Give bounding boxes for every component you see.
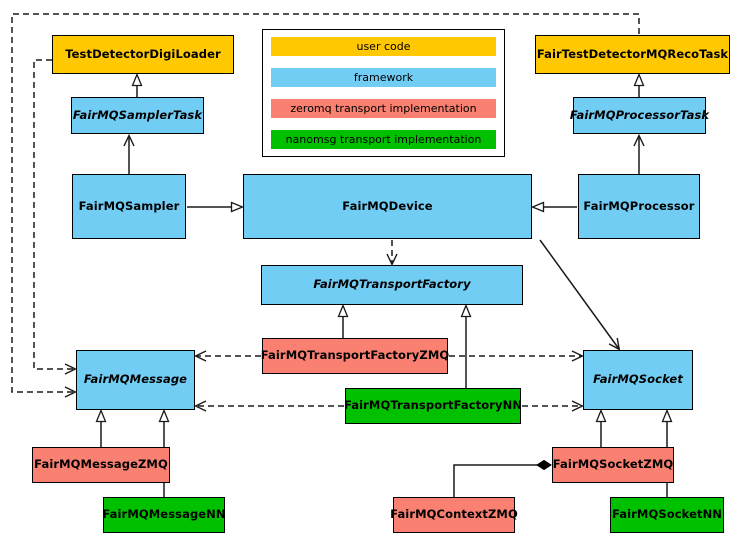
class-label: FairMQMessageNN	[102, 507, 226, 522]
legend-item-framework: framework	[271, 68, 496, 87]
edge-contextzmq-socketzmq	[453, 459, 552, 497]
class-node-fair-mq-context-zmq[interactable]: FairMQContextZMQ	[390, 497, 518, 533]
class-label: FairMQTransportFactoryZMQ	[260, 348, 450, 363]
class-node-fair-mq-sampler[interactable]: FairMQSampler	[72, 174, 186, 239]
class-node-fair-mq-socket[interactable]: FairMQSocket	[583, 350, 693, 410]
class-node-fair-mq-socket-nn[interactable]: FairMQSocketNN	[610, 497, 724, 533]
edge-device-socket	[539, 239, 619, 349]
class-node-fair-mq-device[interactable]: FairMQDevice	[243, 174, 532, 239]
class-node-fair-mq-processor-task[interactable]: FairMQProcessorTask	[569, 97, 710, 134]
class-node-fair-mq-transport-factory[interactable]: FairMQTransportFactory	[261, 265, 523, 305]
class-label: FairTestDetectorMQRecoTask	[536, 46, 729, 61]
class-node-test-detector-digi-loader[interactable]: TestDetectorDigiLoader	[52, 35, 234, 74]
class-node-fair-mq-message-zmq[interactable]: FairMQMessageZMQ	[32, 447, 170, 483]
class-node-fair-mq-message-nn[interactable]: FairMQMessageNN	[102, 497, 226, 533]
class-node-fair-mq-message[interactable]: FairMQMessage	[76, 350, 195, 410]
class-label: FairMQSampler	[78, 198, 180, 213]
class-label: TestDetectorDigiLoader	[65, 46, 221, 61]
legend-label-user-code: user code	[356, 40, 411, 53]
class-label: FairMQSocketZMQ	[552, 457, 674, 472]
class-label: FairMQDevice	[342, 198, 433, 213]
class-node-fair-mq-socket-zmq[interactable]: FairMQSocketZMQ	[552, 447, 674, 483]
class-label: FairMQProcessor	[583, 198, 695, 213]
class-node-fair-mq-sampler-task[interactable]: FairMQSamplerTask	[71, 97, 204, 134]
class-node-fair-mq-processor[interactable]: FairMQProcessor	[578, 174, 700, 239]
class-label: FairMQSamplerTask	[72, 107, 203, 122]
legend-label-zeromq: zeromq transport implementation	[290, 102, 477, 115]
class-label: FairMQContextZMQ	[390, 507, 518, 522]
class-node-fair-mq-transport-factory-zmq[interactable]: FairMQTransportFactoryZMQ	[260, 338, 450, 374]
legend-label-framework: framework	[353, 71, 414, 84]
legend-item-zeromq: zeromq transport implementation	[271, 99, 496, 118]
class-label: FairMQTransportFactory	[313, 277, 471, 292]
legend-label-nanomsg: nanomsg transport implementation	[285, 133, 482, 146]
class-label: FairMQTransportFactoryNN	[343, 398, 523, 413]
class-label: FairMQSocketNN	[611, 507, 723, 522]
edge-digiloader-message	[33, 59, 75, 369]
class-label: FairMQProcessorTask	[569, 107, 710, 122]
class-node-fair-test-detector-mq-reco-task[interactable]: FairTestDetectorMQRecoTask	[535, 35, 730, 74]
legend-item-user-code: user code	[271, 37, 496, 56]
class-node-fair-mq-transport-factory-nn[interactable]: FairMQTransportFactoryNN	[343, 388, 523, 424]
legend-panel: user code framework zeromq transport imp…	[262, 29, 505, 157]
legend-item-nanomsg: nanomsg transport implementation	[271, 130, 496, 149]
class-label: FairMQMessageZMQ	[34, 457, 168, 472]
class-label: FairMQMessage	[83, 372, 188, 387]
class-label: FairMQSocket	[593, 372, 683, 387]
